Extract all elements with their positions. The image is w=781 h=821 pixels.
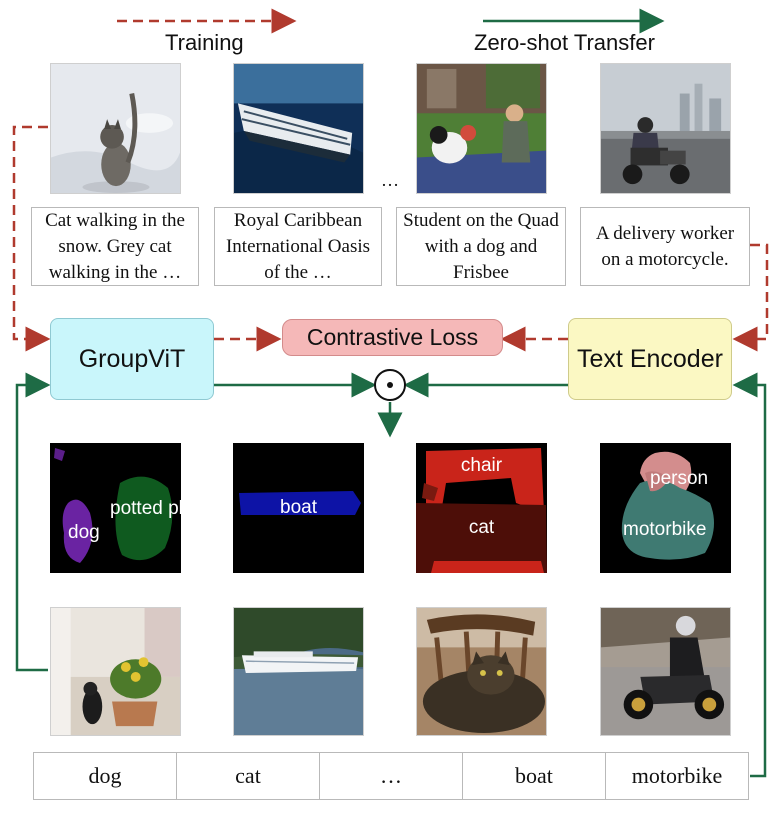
photo-cruise-ship-harbor [233, 607, 364, 736]
class-label-bar: dog cat … boat motorbike [33, 752, 749, 800]
class-label-ellipsis: … [320, 753, 463, 799]
photo-cat-in-snow [50, 63, 181, 194]
photo-cruise-ship [233, 63, 364, 194]
photo-delivery-motorcycle [600, 63, 731, 194]
class-label-cat: cat [177, 753, 320, 799]
seg-label-person: person [650, 468, 709, 489]
seg-label-chair: chair [460, 455, 503, 476]
training-images-to-groupvit [12, 125, 51, 352]
photo-motorbike-rider [600, 607, 731, 736]
class-label-dog: dog [34, 753, 177, 799]
dot-product-icon [387, 382, 393, 388]
input-image-to-groupvit [15, 372, 51, 672]
seg-label-motorbike: motorbike [623, 519, 707, 540]
caption-4: A delivery worker on a motorcycle. [580, 207, 750, 286]
segmentation-boat: boat [233, 443, 364, 573]
groupvit-node: GroupViT [50, 318, 214, 400]
seg-label-dog: dog [68, 522, 100, 543]
photo-cat-on-chair [416, 607, 547, 736]
class-label-boat: boat [463, 753, 606, 799]
photo-dog-and-plant [50, 607, 181, 736]
caption-2: Royal Caribbean International Oasis of t… [214, 207, 382, 286]
segmentation-person-motorbike: person motorbike [600, 443, 731, 573]
zero-shot-legend-label: Zero-shot Transfer [474, 30, 655, 55]
training-legend-label: Training [165, 30, 244, 55]
caption-3: Student on the Quad with a dog and Frisb… [396, 207, 566, 286]
caption-ellipsis: … [381, 170, 399, 190]
class-label-motorbike: motorbike [631, 763, 723, 788]
seg-label-boat: boat [280, 497, 317, 518]
seg-label-cat: cat [468, 517, 495, 538]
segmentation-dog-plant: dog potted plant [50, 443, 181, 573]
segmentation-chair-cat: chair cat [416, 443, 547, 573]
photo-student-with-dog [416, 63, 547, 194]
training-captions-to-text-encoder [732, 243, 769, 352]
seg-label-potted-plant: potted plant [110, 498, 181, 519]
contrastive-loss-node: Contrastive Loss [282, 319, 503, 356]
class-labels-to-text-encoder [732, 372, 767, 778]
caption-1: Cat walking in the snow. Grey cat walkin… [31, 207, 199, 286]
text-encoder-node: Text Encoder [568, 318, 732, 400]
dot-product-node [374, 369, 406, 401]
